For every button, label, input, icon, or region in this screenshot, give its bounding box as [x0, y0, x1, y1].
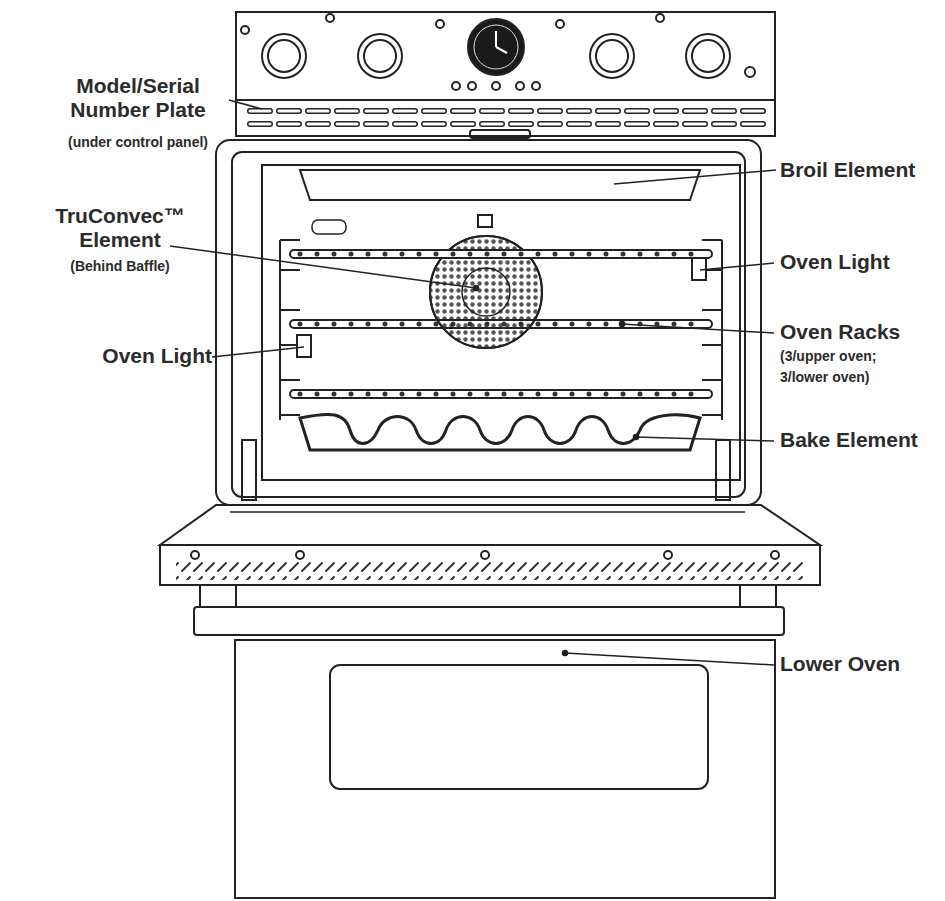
part-note: (Behind Baffle) — [40, 256, 200, 277]
lower-oven-window — [330, 665, 708, 789]
control-button — [516, 82, 524, 90]
handle-bracket — [200, 585, 236, 607]
control-button — [468, 82, 476, 90]
leader-line — [700, 263, 774, 270]
indicator-light — [241, 26, 249, 34]
leader-line — [229, 100, 262, 109]
bake-element — [300, 414, 700, 450]
oven-dial-knob — [268, 40, 300, 72]
oven-rack — [290, 320, 712, 328]
oven-vent — [312, 220, 346, 234]
part-label: Broil Element — [780, 158, 940, 182]
door-hinge — [242, 440, 256, 500]
control-button — [452, 82, 460, 90]
part-label: Lower Oven — [780, 652, 940, 676]
oven-frame — [216, 140, 761, 505]
part-label: Model/Serial Number Plate — [38, 74, 238, 122]
part-label: TruConvec™ Element — [40, 204, 200, 252]
part-label: Oven Light — [780, 250, 940, 274]
part-note: (under control panel) — [38, 132, 238, 153]
oven-rack — [290, 390, 712, 398]
door-screw — [191, 551, 199, 559]
leader-dot — [634, 435, 639, 440]
oven-dial-knob — [364, 40, 396, 72]
door-screw — [664, 551, 672, 559]
vent-slots — [250, 121, 770, 127]
part-note: (3/upper oven; 3/lower oven) — [780, 346, 905, 388]
control-button — [532, 82, 540, 90]
part-label: Oven Light — [52, 344, 212, 368]
leader-line — [622, 324, 774, 333]
oven-cavity — [262, 165, 740, 480]
indicator-light — [556, 20, 564, 28]
oven-sensor — [478, 215, 492, 227]
door-vent — [176, 560, 804, 580]
rack-bars — [300, 252, 705, 257]
leader-line — [212, 347, 304, 357]
indicator-light — [436, 20, 444, 28]
leader-line — [636, 437, 774, 441]
leader-line — [614, 170, 776, 184]
clock-hand — [495, 31, 497, 47]
indicator-light — [656, 14, 664, 22]
leader-dot — [620, 322, 625, 327]
part-label: Oven Racks — [780, 320, 940, 344]
oven-door-edge — [160, 545, 820, 585]
control-button — [492, 82, 500, 90]
leader-line — [170, 246, 476, 288]
oven-dial-knob — [596, 40, 628, 72]
oven-dial — [590, 34, 634, 78]
broil-element — [300, 170, 700, 200]
door-screw — [296, 551, 304, 559]
door-handle — [194, 607, 784, 635]
leader-dot — [474, 286, 479, 291]
leader-line — [565, 653, 774, 665]
leader-dot — [563, 651, 568, 656]
door-gasket — [230, 511, 745, 513]
fan-hub — [462, 268, 510, 316]
vent-slots-inner — [250, 110, 770, 113]
oven-rack — [290, 250, 712, 258]
oven-dial — [262, 34, 306, 78]
clock — [468, 19, 524, 75]
clock-hand — [496, 47, 507, 53]
handle-bracket — [740, 585, 776, 607]
indicator-light — [745, 67, 755, 77]
oven-door-inner — [160, 505, 820, 545]
oven-dial — [686, 34, 730, 78]
door-screw — [771, 551, 779, 559]
indicator-light — [326, 14, 334, 22]
oven-body — [160, 12, 820, 898]
vent-slots — [250, 108, 770, 114]
door-hinge — [716, 440, 730, 500]
oven-dial-knob — [692, 40, 724, 72]
rack-bars — [300, 392, 705, 397]
leader-lines — [170, 100, 776, 665]
clock-face — [474, 25, 518, 69]
oven-light-fixture — [297, 335, 311, 357]
oven-frame-inner — [232, 152, 745, 497]
part-label: Bake Element — [780, 428, 940, 452]
oven-dial — [358, 34, 402, 78]
control-panel — [236, 12, 775, 100]
latch — [470, 130, 530, 138]
vent-slots-inner — [250, 123, 770, 126]
lower-oven-door — [235, 640, 775, 898]
door-screw — [481, 551, 489, 559]
